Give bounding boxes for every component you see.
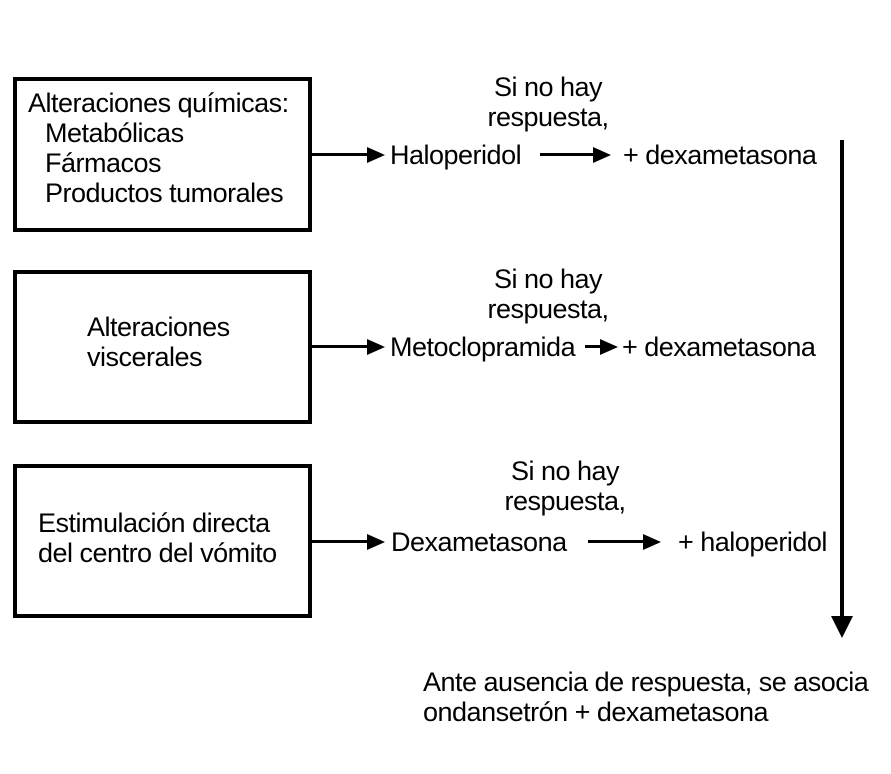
arrow-right-icon — [600, 339, 618, 355]
arrow-right-icon — [367, 147, 385, 163]
arrow-line — [540, 153, 593, 156]
arrow-right-icon — [593, 147, 611, 163]
arrow-line — [585, 345, 600, 348]
escalation-label: + dexametasona — [622, 332, 816, 362]
condition-line: Si no hay — [493, 264, 603, 294]
cause-box-line: Productos tumorales — [45, 178, 284, 208]
cause-box-line: Alteraciones químicas: — [28, 88, 289, 118]
cause-box-line: Metabólicas — [45, 118, 184, 148]
arrow-line — [588, 540, 643, 543]
drug-label: Dexametasona — [391, 527, 567, 557]
condition-label: Si no hay respuesta, — [448, 72, 648, 132]
cause-box-text: Alteraciones viscerales — [87, 312, 230, 372]
arrow-line — [312, 540, 367, 543]
cause-box-line: viscerales — [87, 342, 203, 372]
arrow-right-icon — [367, 339, 385, 355]
cause-box-visceral: Alteraciones viscerales — [13, 270, 312, 424]
arrow-line — [312, 345, 367, 348]
condition-label: Si no hay respuesta, — [448, 264, 648, 324]
arrow-down-icon — [831, 616, 853, 638]
escalation-label: + dexametasona — [623, 140, 817, 170]
arrow-right-icon — [367, 534, 385, 550]
drug-label: Metoclopramida — [390, 332, 576, 362]
cause-box-text: Estimulación directa del centro del vómi… — [38, 508, 277, 568]
drug-label: Haloperidol — [390, 140, 522, 170]
cause-box-line: Fármacos — [45, 148, 162, 178]
condition-line: Si no hay — [493, 72, 603, 102]
condition-line: respuesta, — [487, 102, 609, 132]
cause-box-vomiting-center: Estimulación directa del centro del vómi… — [13, 464, 312, 618]
arrow-line — [312, 153, 367, 156]
arrow-right-icon — [643, 534, 661, 550]
no-response-arrow-line — [840, 140, 844, 618]
cause-box-text: Alteraciones químicas: Metabólicas Fárma… — [28, 88, 289, 208]
cause-box-line: del centro del vómito — [38, 538, 277, 568]
cause-box-chemical: Alteraciones químicas: Metabólicas Fárma… — [13, 77, 312, 232]
condition-line: Si no hay — [510, 456, 620, 486]
cause-box-line: Estimulación directa — [38, 508, 270, 538]
condition-line: respuesta, — [504, 486, 626, 516]
condition-label: Si no hay respuesta, — [465, 456, 665, 516]
footer-note: Ante ausencia de respuesta, se asocia on… — [423, 667, 869, 727]
footer-note-line: Ante ausencia de respuesta, se asocia — [423, 667, 869, 697]
condition-line: respuesta, — [487, 294, 609, 324]
footer-note-line: ondansetrón + dexametasona — [423, 697, 769, 727]
cause-box-line: Alteraciones — [87, 312, 230, 342]
escalation-label: + haloperidol — [678, 527, 827, 557]
